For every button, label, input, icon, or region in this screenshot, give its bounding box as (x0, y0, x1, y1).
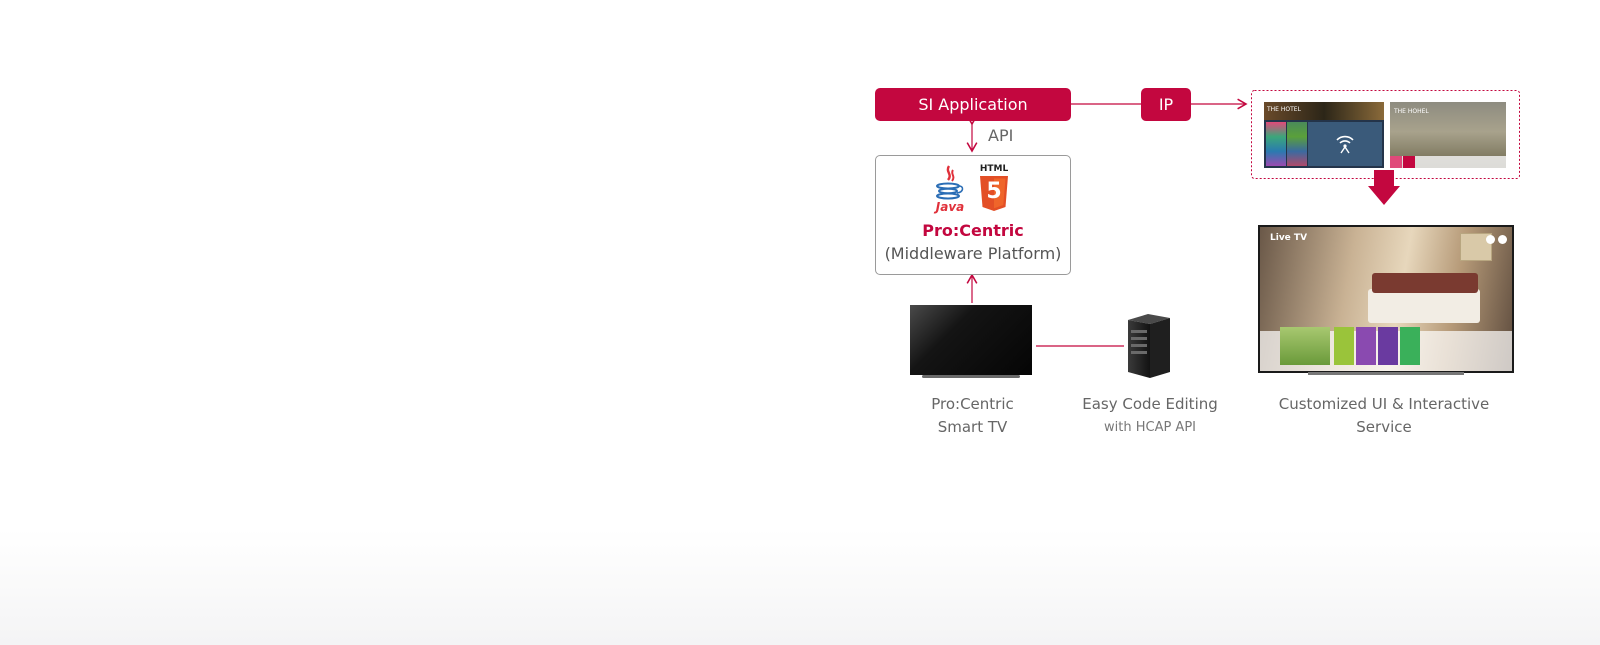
launcher-tile-green (1334, 327, 1354, 365)
headboard-shape (1372, 273, 1478, 293)
code-editing-caption-line2: with HCAP API (1104, 420, 1196, 435)
menu-icon (1486, 235, 1495, 244)
settings-icon (1498, 235, 1507, 244)
preview-2-menu-bar (1390, 156, 1506, 168)
wifi-icon (1336, 135, 1354, 154)
preview-1-header-photo (1264, 102, 1384, 120)
hotel-room-photo: Live TV (1260, 227, 1512, 371)
smart-tv-caption-line2: Smart TV (937, 418, 1008, 436)
launcher-tile-featured (1280, 327, 1330, 365)
preview-1-tile-column-1 (1266, 122, 1286, 166)
customized-ui-caption-line1: Customized UI & Interactive (1278, 395, 1490, 413)
preview-2-title: THE HOHEL (1394, 108, 1429, 115)
si-application-label: SI Application (918, 95, 1028, 114)
preview-1-tile-column-2 (1287, 122, 1307, 166)
launcher-tile-purple (1356, 327, 1376, 365)
smart-tv-caption: Pro:Centric Smart TV (900, 393, 1045, 439)
java-logo-text: Java (935, 200, 965, 214)
preview-2-menu-item-1 (1390, 156, 1402, 168)
hotel-portal-preview-2: THE HOHEL (1390, 102, 1506, 168)
live-tv-label: Live TV (1270, 233, 1308, 243)
code-editing-caption-line1: Easy Code Editing (1082, 395, 1218, 413)
launcher-tile-violet (1378, 327, 1398, 365)
preview-2-menu-item-2 (1403, 156, 1415, 168)
middleware-subtitle: (Middleware Platform) (884, 244, 1062, 263)
preview-1-title: THE HOTEL (1267, 106, 1301, 113)
preview-1-main-panel (1308, 122, 1382, 166)
bed-shape (1368, 289, 1480, 323)
customized-ui-caption: Customized UI & Interactive Service (1262, 393, 1506, 439)
html5-logo-icon: HTML 5 (976, 164, 1012, 216)
hotel-portal-preview-1: THE HOTEL (1264, 102, 1384, 168)
api-label: API (988, 126, 1014, 145)
code-editing-caption: Easy Code Editing with HCAP API (1070, 393, 1230, 439)
ip-label: IP (1158, 95, 1174, 114)
ip-box: IP (1141, 88, 1191, 121)
middleware-title: Pro:Centric (922, 221, 1024, 240)
java-logo-icon: Java (931, 164, 967, 216)
customized-ui-tv-image: Live TV (1258, 225, 1514, 375)
smart-tv-image (910, 305, 1032, 379)
tv-screen (910, 305, 1032, 375)
html5-logo-text: HTML (979, 164, 1009, 174)
smart-tv-caption-line1: Pro:Centric (931, 395, 1014, 413)
si-application-box: SI Application (875, 88, 1071, 121)
customized-tv-stand (1308, 372, 1464, 375)
launcher-tile-teal (1400, 327, 1420, 365)
server-image (1124, 312, 1174, 380)
middleware-platform-box: Java HTML 5 Pro:Centric (Middleware Plat… (875, 155, 1071, 275)
down-arrow-icon (1368, 170, 1400, 205)
tv-stand (922, 375, 1020, 378)
html5-badge-number: 5 (986, 179, 1002, 204)
customized-ui-caption-line2: Service (1356, 418, 1412, 436)
